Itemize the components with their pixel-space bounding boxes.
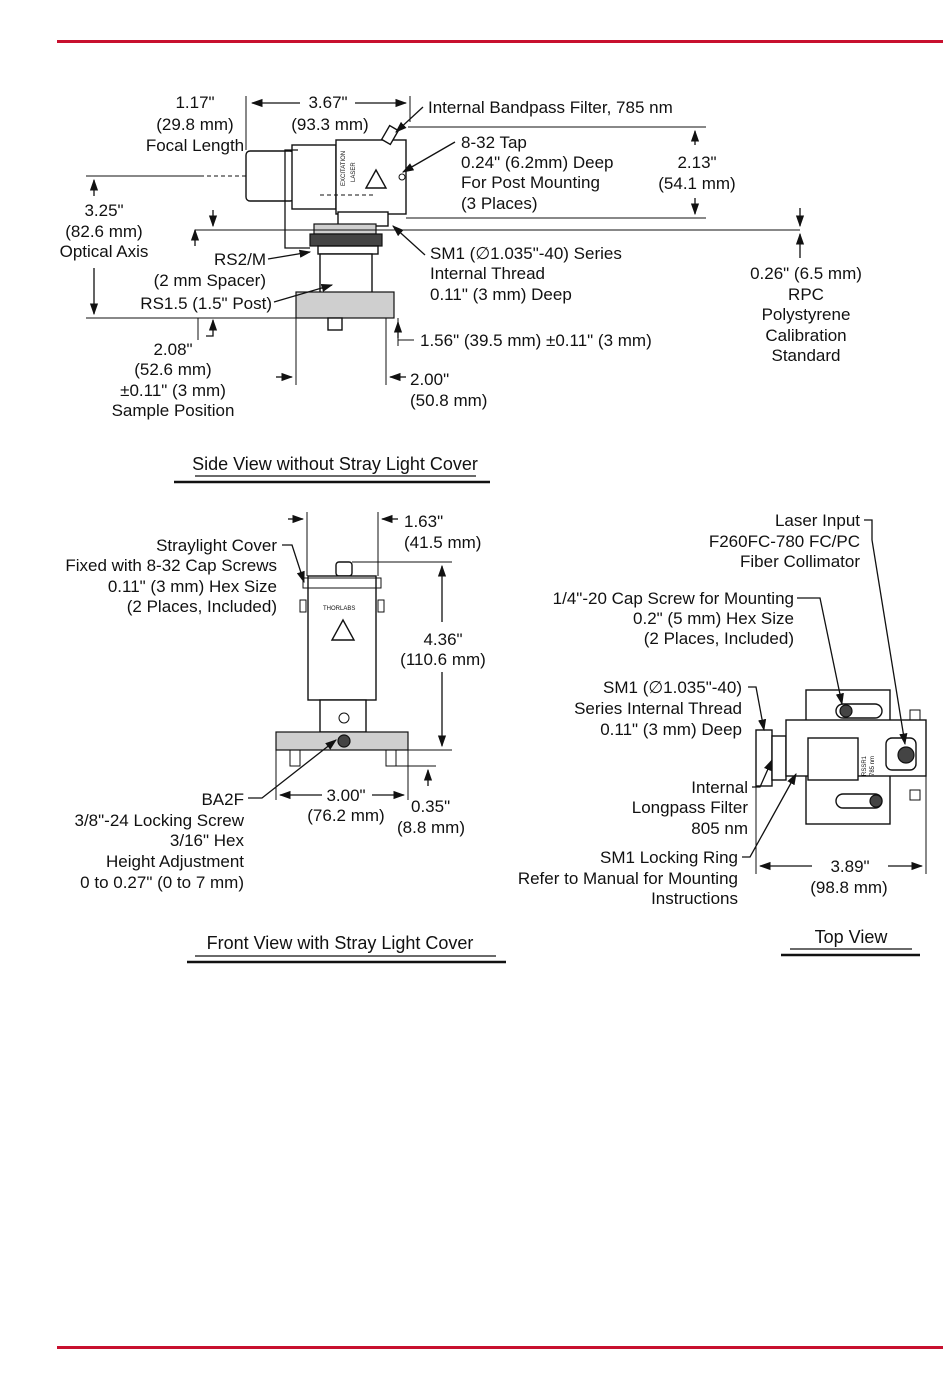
rpc-line-1: RPC <box>788 285 824 304</box>
ba2f-line-5: 0 to 0.27" (0 to 7 mm) <box>80 873 244 892</box>
sm1-thread-line-1: SM1 (∅1.035"-40) Series <box>430 244 622 263</box>
dim-389-value: 3.89" <box>830 857 869 876</box>
dim-367-mm: (93.3 mm) <box>291 115 368 134</box>
straylight-line-2: Fixed with 8-32 Cap Screws <box>65 556 277 575</box>
dim-436-value: 4.36" <box>423 630 462 649</box>
housing-label-1: EXCITATION <box>341 151 347 186</box>
optical-axis-value: 3.25" <box>84 201 123 220</box>
longpass-line-1: Internal <box>691 778 748 797</box>
rpc-dim: 0.26" (6.5 mm) <box>750 264 862 283</box>
optical-axis-mm: (82.6 mm) <box>65 222 142 241</box>
front-brand-label: THORLABS <box>323 606 355 612</box>
dim-389-mm: (98.8 mm) <box>810 878 887 897</box>
sample-position-tolerance: ±0.11" (3 mm) <box>120 381 226 400</box>
straylight-line-4: (2 Places, Included) <box>127 597 277 616</box>
rpc-line-3: Calibration <box>765 326 846 345</box>
top-view: RSSR1 785 nm Laser Input F260FC-780 FC/P… <box>518 511 927 957</box>
ba2f-line-3: 3/16" Hex <box>170 831 245 850</box>
straylight-line-3: 0.11" (3 mm) Hex Size <box>108 577 277 596</box>
sample-position-mm: (52.6 mm) <box>134 360 211 379</box>
focal-length-label: Focal Length <box>146 136 244 155</box>
laser-warning-icon <box>364 168 388 189</box>
dim-035-mm: (8.8 mm) <box>397 818 465 837</box>
straylight-line-1: Straylight Cover <box>156 536 277 555</box>
sample-position-value: 2.08" <box>153 340 192 359</box>
rs15-label: RS1.5 (1.5" Post) <box>140 294 272 313</box>
dim-436-mm: (110.6 mm) <box>400 650 486 669</box>
dim-213-mm: (54.1 mm) <box>658 174 735 193</box>
locking-ring-line-1: SM1 Locking Ring <box>600 848 738 867</box>
dim-163-value: 1.63" <box>404 512 443 531</box>
ba2f-line-4: Height Adjustment <box>106 852 244 871</box>
laser-input-line-1: Laser Input <box>775 511 860 530</box>
locking-ring-line-2: Refer to Manual for Mounting <box>518 869 738 888</box>
rs2m-label: RS2/M <box>214 250 266 269</box>
front-laser-warning-icon <box>330 618 356 641</box>
ba2f-line-2: 3/8"-24 Locking Screw <box>74 811 244 830</box>
longpass-line-2: Longpass Filter <box>632 798 749 817</box>
tap-line-4: (3 Places) <box>461 194 538 213</box>
bottom-rule <box>57 1346 943 1349</box>
side-view: EXCITATION LASER 1.17" (29.8 mm) Focal L… <box>60 93 862 484</box>
top-sm1-line-1: SM1 (∅1.035"-40) <box>603 678 742 697</box>
front-view: THORLABS 1.63" (41.5 mm) Straylight Cove… <box>65 512 506 964</box>
side-view-caption: Side View without Stray Light Cover <box>192 454 478 474</box>
dim-300-value: 3.00" <box>326 786 365 805</box>
sample-position-label: Sample Position <box>112 401 235 420</box>
top-sm1-line-3: 0.11" (3 mm) Deep <box>600 720 742 739</box>
focal-length-mm: (29.8 mm) <box>156 115 233 134</box>
dim-156-label: 1.56" (39.5 mm) ±0.11" (3 mm) <box>420 331 652 350</box>
rpc-line-4: Standard <box>772 346 841 365</box>
locking-ring-line-3: Instructions <box>651 889 738 908</box>
laser-input-line-2: F260FC-780 FC/PC <box>709 532 860 551</box>
dim-200-mm: (50.8 mm) <box>410 391 487 410</box>
longpass-line-3: 805 nm <box>691 819 748 838</box>
tap-hole-icon <box>398 173 406 181</box>
dim-163-mm: (41.5 mm) <box>404 533 481 552</box>
top-part-label-1: RSSR1 <box>862 755 868 776</box>
dim-035-value: 0.35" <box>411 797 450 816</box>
front-view-spectrometer-drawing: THORLABS <box>275 561 409 767</box>
sm1-thread-line-3: 0.11" (3 mm) Deep <box>430 285 572 304</box>
side-view-spectrometer-drawing: EXCITATION LASER <box>200 124 407 331</box>
top-sm1-line-2: Series Internal Thread <box>574 699 742 718</box>
dim-200-value: 2.00" <box>410 370 449 389</box>
top-view-caption: Top View <box>815 927 889 947</box>
optical-axis-label: Optical Axis <box>60 242 149 261</box>
dim-367-value: 3.67" <box>308 93 347 112</box>
bandpass-filter-label: Internal Bandpass Filter, 785 nm <box>428 98 673 117</box>
sm1-thread-line-2: Internal Thread <box>430 264 545 283</box>
focal-length-value: 1.17" <box>175 93 214 112</box>
laser-input-line-3: Fiber Collimator <box>740 552 860 571</box>
top-part-label-2: 785 nm <box>870 756 876 776</box>
cap-screw-line-2: 0.2" (5 mm) Hex Size <box>633 609 794 628</box>
front-view-caption: Front View with Stray Light Cover <box>207 933 474 953</box>
tap-line-3: For Post Mounting <box>461 173 600 192</box>
dim-300-mm: (76.2 mm) <box>307 806 384 825</box>
rs2m-note: (2 mm Spacer) <box>154 271 266 290</box>
cap-screw-line-1: 1/4"-20 Cap Screw for Mounting <box>553 589 794 608</box>
tap-line-2: 0.24" (6.2mm) Deep <box>461 153 614 172</box>
housing-label-2: LASER <box>351 162 357 182</box>
cap-screw-line-3: (2 Places, Included) <box>644 629 794 648</box>
dim-213-value: 2.13" <box>677 153 716 172</box>
rpc-line-2: Polystyrene <box>762 305 851 324</box>
ba2f-line-1: BA2F <box>201 790 244 809</box>
top-view-spectrometer-drawing: RSSR1 785 nm <box>755 689 927 825</box>
tap-line-1: 8-32 Tap <box>461 133 527 152</box>
top-rule <box>57 40 943 43</box>
